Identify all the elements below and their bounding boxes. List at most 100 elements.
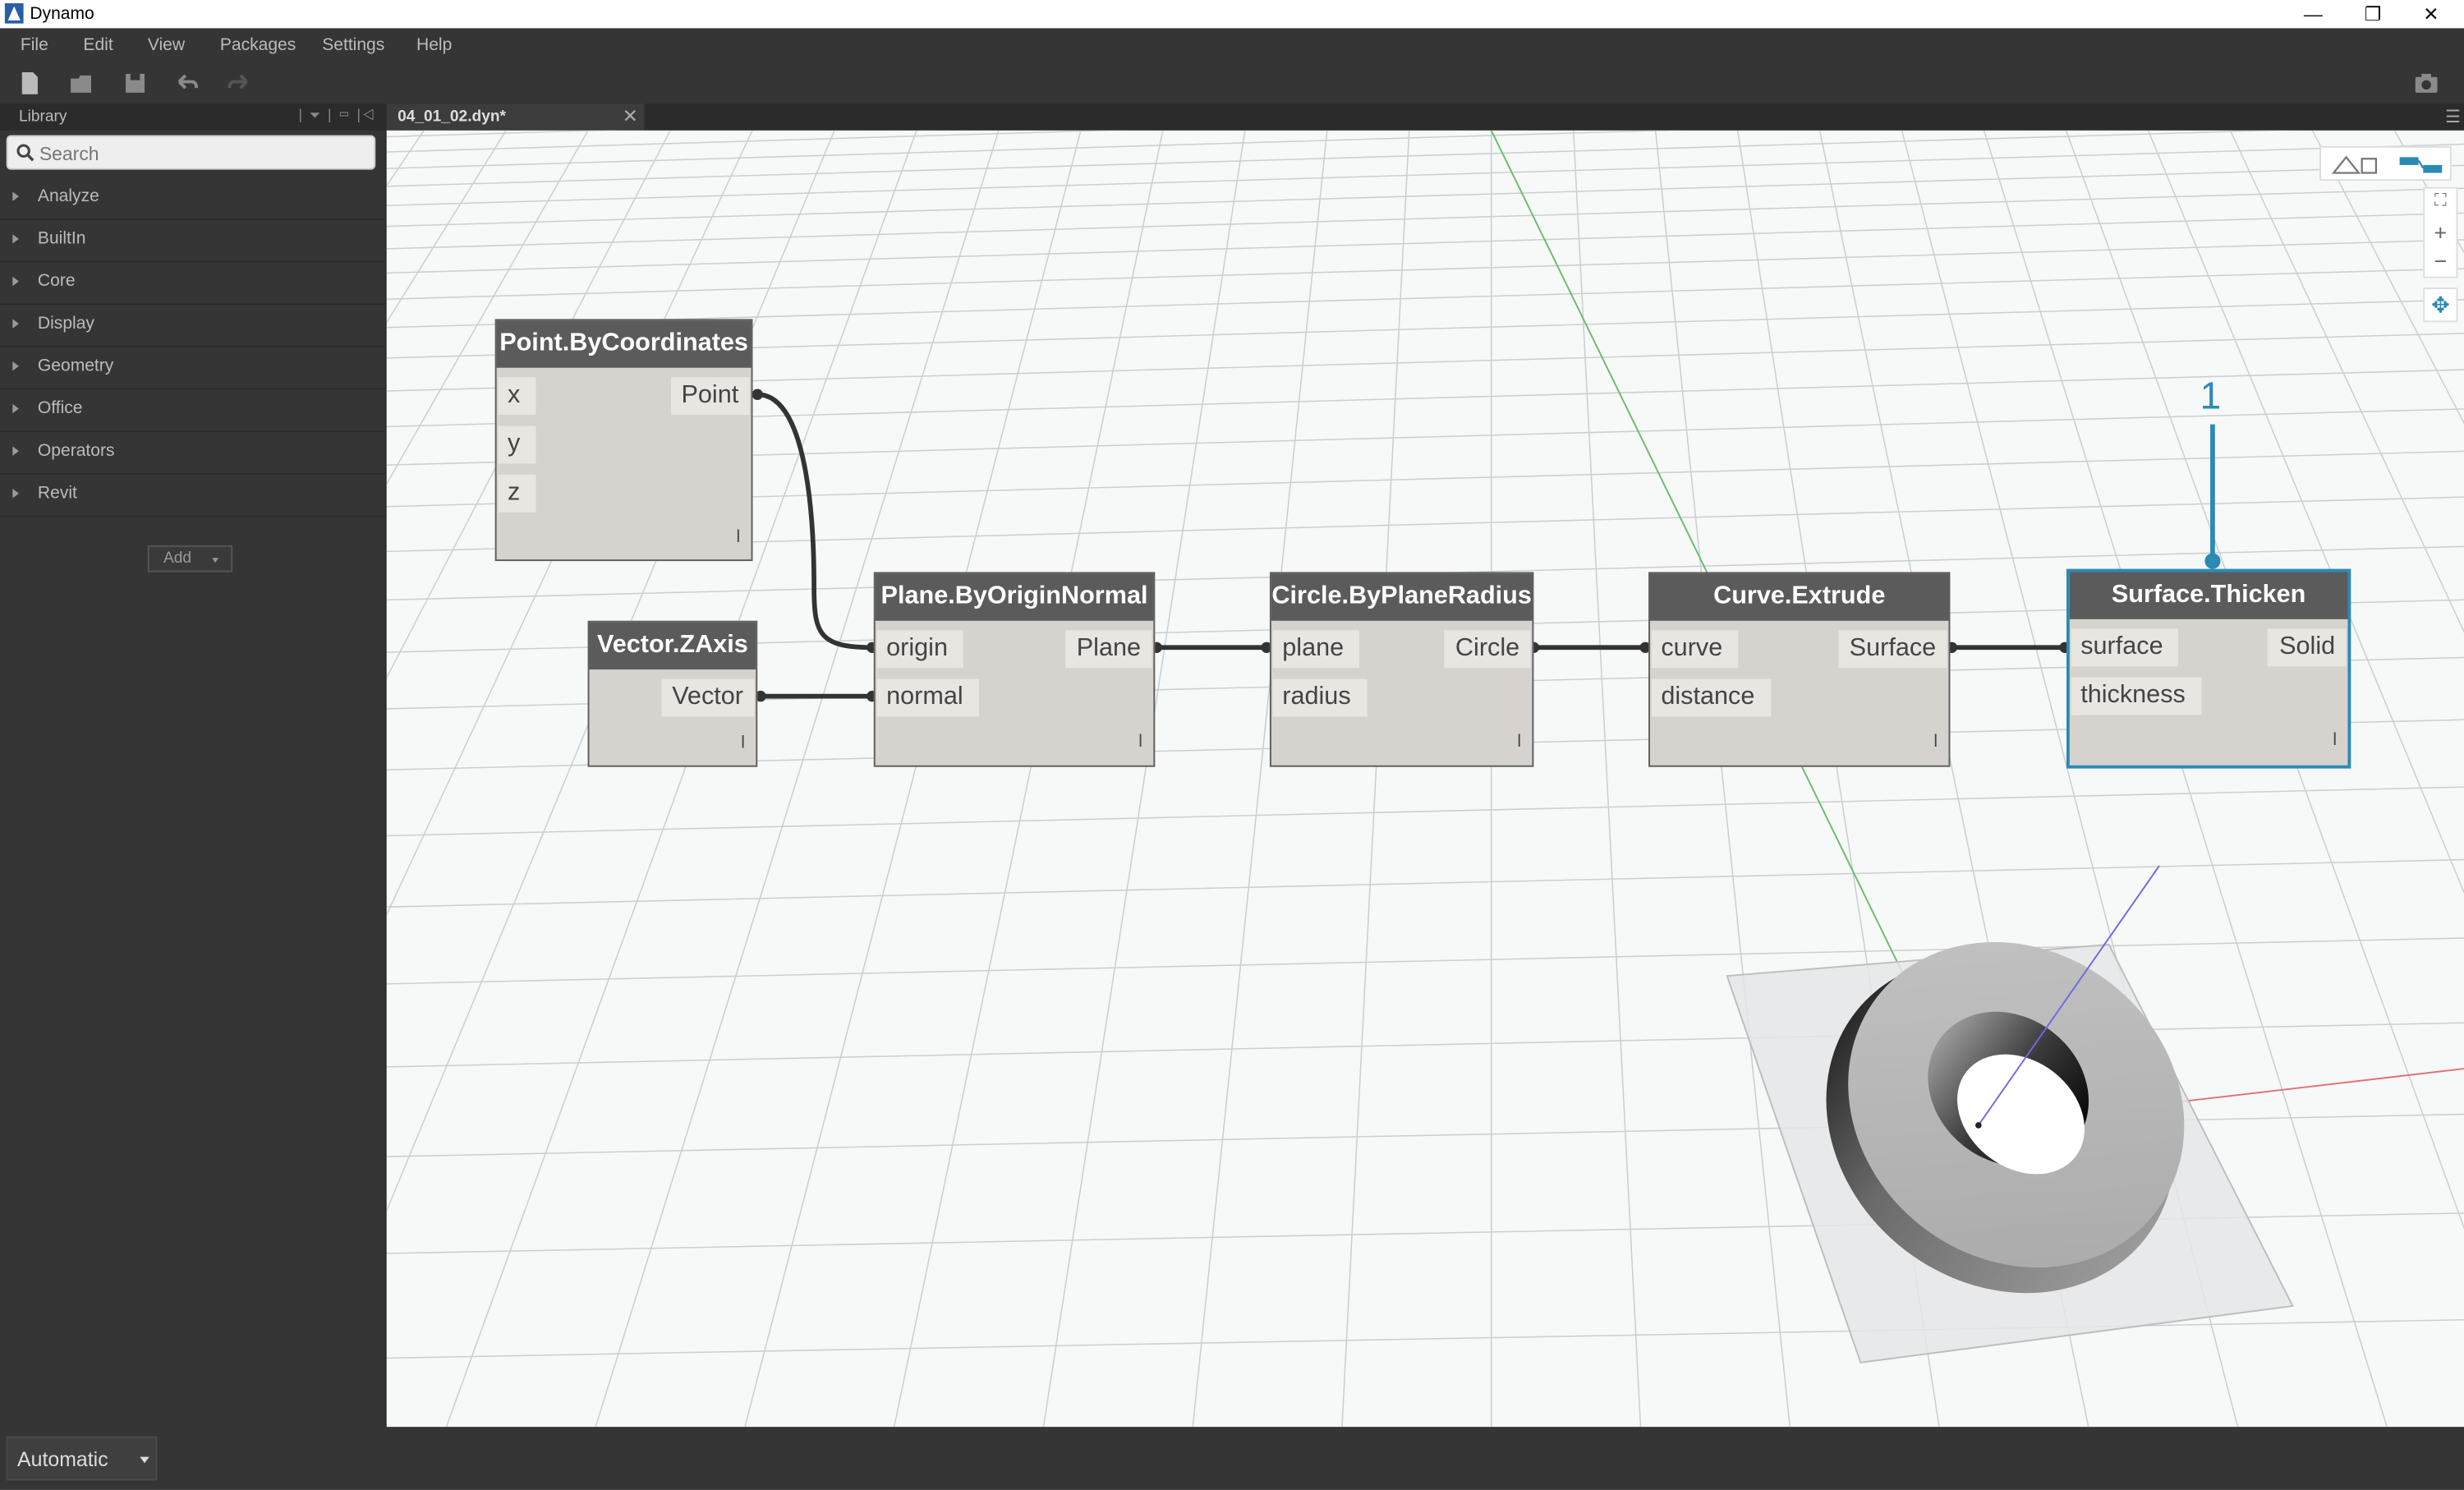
library-category-revit[interactable]: Revit xyxy=(0,474,385,517)
node-header[interactable]: Circle.ByPlaneRadius xyxy=(1271,573,1533,621)
callout-number: 1 xyxy=(2200,375,2222,418)
input-port-z[interactable]: z xyxy=(498,474,536,513)
expand-arrow-icon xyxy=(12,361,19,371)
undo-icon[interactable] xyxy=(172,69,200,97)
close-window-button[interactable]: ✕ xyxy=(2423,2,2439,25)
library-category-core[interactable]: Core xyxy=(0,262,385,306)
output-port-plane[interactable]: Plane xyxy=(1065,630,1152,669)
tab-bar: 04_01_02.dyn* ✕ ☰ xyxy=(386,103,2464,131)
run-mode-dropdown[interactable]: Automatic xyxy=(6,1436,158,1481)
lacing-indicator: l xyxy=(1933,732,1938,752)
menu-settings[interactable]: Settings xyxy=(322,36,385,55)
node-header[interactable]: Plane.ByOriginNormal xyxy=(875,573,1154,621)
output-port-circle[interactable]: Circle xyxy=(1444,630,1531,669)
restore-button[interactable]: ❐ xyxy=(2364,2,2382,25)
geometry-view-icon[interactable] xyxy=(2330,154,2380,177)
lacing-indicator: l xyxy=(736,527,741,547)
tab-workspace[interactable]: 04_01_02.dyn* ✕ xyxy=(386,103,645,131)
category-label: Operators xyxy=(37,441,115,461)
node-header[interactable]: Surface.Thicken xyxy=(2069,572,2348,619)
input-port-x[interactable]: x xyxy=(498,377,536,416)
node-header[interactable]: Point.ByCoordinates xyxy=(496,320,752,368)
menu-edit[interactable]: Edit xyxy=(83,36,113,55)
library-category-office[interactable]: Office xyxy=(0,389,385,433)
input-port-radius[interactable]: radius xyxy=(1272,678,1367,717)
search-box[interactable] xyxy=(6,135,376,170)
output-port-surface[interactable]: Surface xyxy=(1838,630,1947,669)
input-port-thickness[interactable]: thickness xyxy=(2071,677,2201,715)
category-label: Revit xyxy=(37,484,77,504)
output-port-solid[interactable]: Solid xyxy=(2268,628,2347,667)
minimize-button[interactable]: — xyxy=(2303,2,2323,25)
lacing-indicator: l xyxy=(1517,732,1522,752)
close-tab-icon[interactable]: ✕ xyxy=(622,105,638,127)
add-button[interactable]: Add xyxy=(147,545,233,573)
lacing-indicator: l xyxy=(2333,730,2338,750)
category-label: Office xyxy=(37,398,83,418)
menu-bar: File Edit View Packages Settings Help xyxy=(0,28,2464,63)
library-category-builtin[interactable]: BuiltIn xyxy=(0,219,385,263)
dynamo-logo-icon xyxy=(4,2,24,24)
node-circle-by-plane-radius[interactable]: Circle.ByPlaneRadius plane radius Circle… xyxy=(1269,572,1534,767)
tab-menu-icon[interactable]: ☰ xyxy=(2445,108,2461,127)
graph-canvas[interactable]: Point.ByCoordinates x y z Point l Vector… xyxy=(386,130,2464,1428)
expand-arrow-icon xyxy=(12,403,19,414)
title-bar: Dynamo — ❐ ✕ xyxy=(0,0,2464,29)
node-vector-zaxis[interactable]: Vector.ZAxis Vector l xyxy=(587,620,758,767)
zoom-out-icon[interactable]: − xyxy=(2434,248,2448,274)
wire-point-to-origin xyxy=(756,392,872,651)
pan-icon[interactable]: ✥ xyxy=(2431,292,2450,318)
input-port-surface[interactable]: surface xyxy=(2071,628,2179,667)
library-category-operators[interactable]: Operators xyxy=(0,432,385,475)
node-point-by-coordinates[interactable]: Point.ByCoordinates x y z Point l xyxy=(494,319,753,562)
expand-arrow-icon xyxy=(12,276,19,287)
node-curve-extrude[interactable]: Curve.Extrude curve distance Surface l xyxy=(1648,572,1951,767)
expand-arrow-icon xyxy=(12,319,19,329)
graph-view-icon[interactable] xyxy=(2397,154,2447,177)
library-category-geometry[interactable]: Geometry xyxy=(0,347,385,390)
dropdown-caret-icon xyxy=(140,1456,149,1464)
status-bar: Automatic xyxy=(0,1427,2464,1490)
open-file-icon[interactable] xyxy=(67,69,95,97)
node-header[interactable]: Vector.ZAxis xyxy=(589,622,756,670)
node-title: Point.ByCoordinates xyxy=(499,329,748,357)
library-header: Library | ⏷ | ▭ |◁ xyxy=(0,103,385,131)
library-category-display[interactable]: Display xyxy=(0,305,385,347)
node-title: Curve.Extrude xyxy=(1713,582,1886,610)
camera-icon[interactable] xyxy=(2412,69,2440,97)
tab-label: 04_01_02.dyn* xyxy=(398,108,506,126)
view-toggle-panel xyxy=(2319,145,2452,182)
output-port-point[interactable]: Point xyxy=(670,377,750,416)
node-surface-thicken[interactable]: Surface.Thicken surface thickness Solid … xyxy=(2066,568,2351,769)
node-plane-by-origin-normal[interactable]: Plane.ByOriginNormal origin normal Plane… xyxy=(873,572,1156,767)
input-port-normal[interactable]: normal xyxy=(876,678,979,717)
input-port-distance[interactable]: distance xyxy=(1651,678,1771,717)
library-title: Library xyxy=(18,108,67,126)
expand-arrow-icon xyxy=(12,234,19,244)
input-port-plane[interactable]: plane xyxy=(1272,630,1360,669)
node-header[interactable]: Curve.Extrude xyxy=(1649,573,1949,621)
library-category-analyze[interactable]: Analyze xyxy=(0,177,385,220)
input-port-curve[interactable]: curve xyxy=(1651,630,1739,669)
expand-arrow-icon xyxy=(12,191,19,201)
menu-view[interactable]: View xyxy=(147,36,186,55)
library-tools[interactable]: | ⏷ | ▭ |◁ xyxy=(298,107,377,123)
input-port-y[interactable]: y xyxy=(498,425,536,464)
pan-panel: ✥ xyxy=(2423,287,2458,323)
menu-help[interactable]: Help xyxy=(416,36,453,55)
search-input[interactable] xyxy=(36,140,373,168)
zoom-fit-icon[interactable]: ⛶ xyxy=(2434,191,2447,211)
output-port-vector[interactable]: Vector xyxy=(660,678,755,717)
redo-icon[interactable] xyxy=(225,69,253,97)
input-port-origin[interactable]: origin xyxy=(876,630,964,669)
menu-packages[interactable]: Packages xyxy=(219,36,297,55)
zoom-in-icon[interactable]: + xyxy=(2434,219,2448,246)
new-file-icon[interactable] xyxy=(16,69,44,97)
wires xyxy=(756,392,2066,699)
add-label: Add xyxy=(163,550,192,568)
origin-point xyxy=(1975,1122,1982,1129)
zoom-panel: ⛶ + − xyxy=(2423,186,2458,278)
save-icon[interactable] xyxy=(121,69,149,97)
window-title: Dynamo xyxy=(30,4,94,24)
menu-file[interactable]: File xyxy=(20,36,48,55)
